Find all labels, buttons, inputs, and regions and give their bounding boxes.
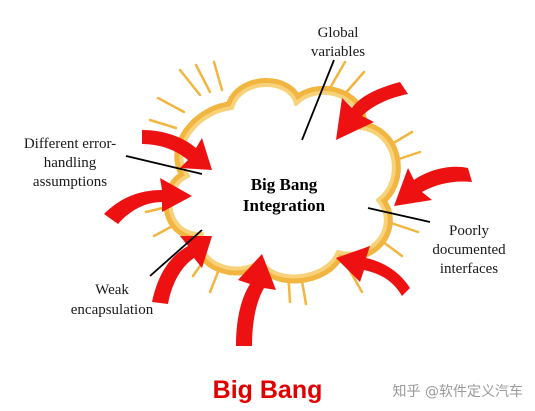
leader-global: [301, 59, 335, 141]
label-global-2: variables: [311, 44, 365, 60]
label-error-1: Different error-: [24, 136, 116, 152]
impact-arrows: [104, 82, 472, 346]
arrow-left-middle: [104, 178, 192, 224]
label-global-1: Global: [318, 25, 359, 41]
leader-lines: [125, 59, 431, 277]
caption-title: Big Bang: [212, 376, 323, 404]
arrow-bottom: [236, 254, 276, 346]
label-weak-1: Weak: [95, 282, 129, 298]
label-poorly-3: interfaces: [440, 261, 498, 277]
label-error-3: assumptions: [33, 174, 107, 190]
label-error-2: handling: [44, 155, 97, 171]
leader-poorly: [367, 207, 431, 223]
label-weak-2: encapsulation: [71, 302, 154, 318]
label-poorly-2: documented: [432, 242, 506, 258]
label-poorly-1: Poorly: [449, 223, 490, 239]
arrow-left-lower: [152, 236, 212, 304]
watermark: 知乎 @软件定义汽车: [392, 384, 523, 400]
arrow-left-upper: [142, 130, 212, 170]
arrow-right-upper: [394, 166, 472, 206]
center-label-line1: Big Bang: [251, 175, 318, 194]
center-label-line2: Integration: [243, 196, 326, 215]
leader-error: [125, 155, 203, 175]
arrow-top-right: [336, 82, 408, 140]
leader-weak: [149, 229, 203, 277]
arrow-right-lower: [336, 246, 410, 296]
